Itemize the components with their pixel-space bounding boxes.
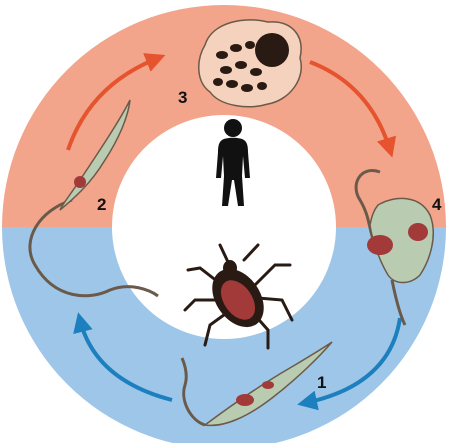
stage-label-1: 1 [317,373,326,392]
stage-label-4: 4 [432,195,442,214]
stage-label-2: 2 [97,195,106,214]
stage-label-3: 3 [178,88,187,107]
cell-nucleus [255,33,289,67]
infected-cell [199,20,301,107]
